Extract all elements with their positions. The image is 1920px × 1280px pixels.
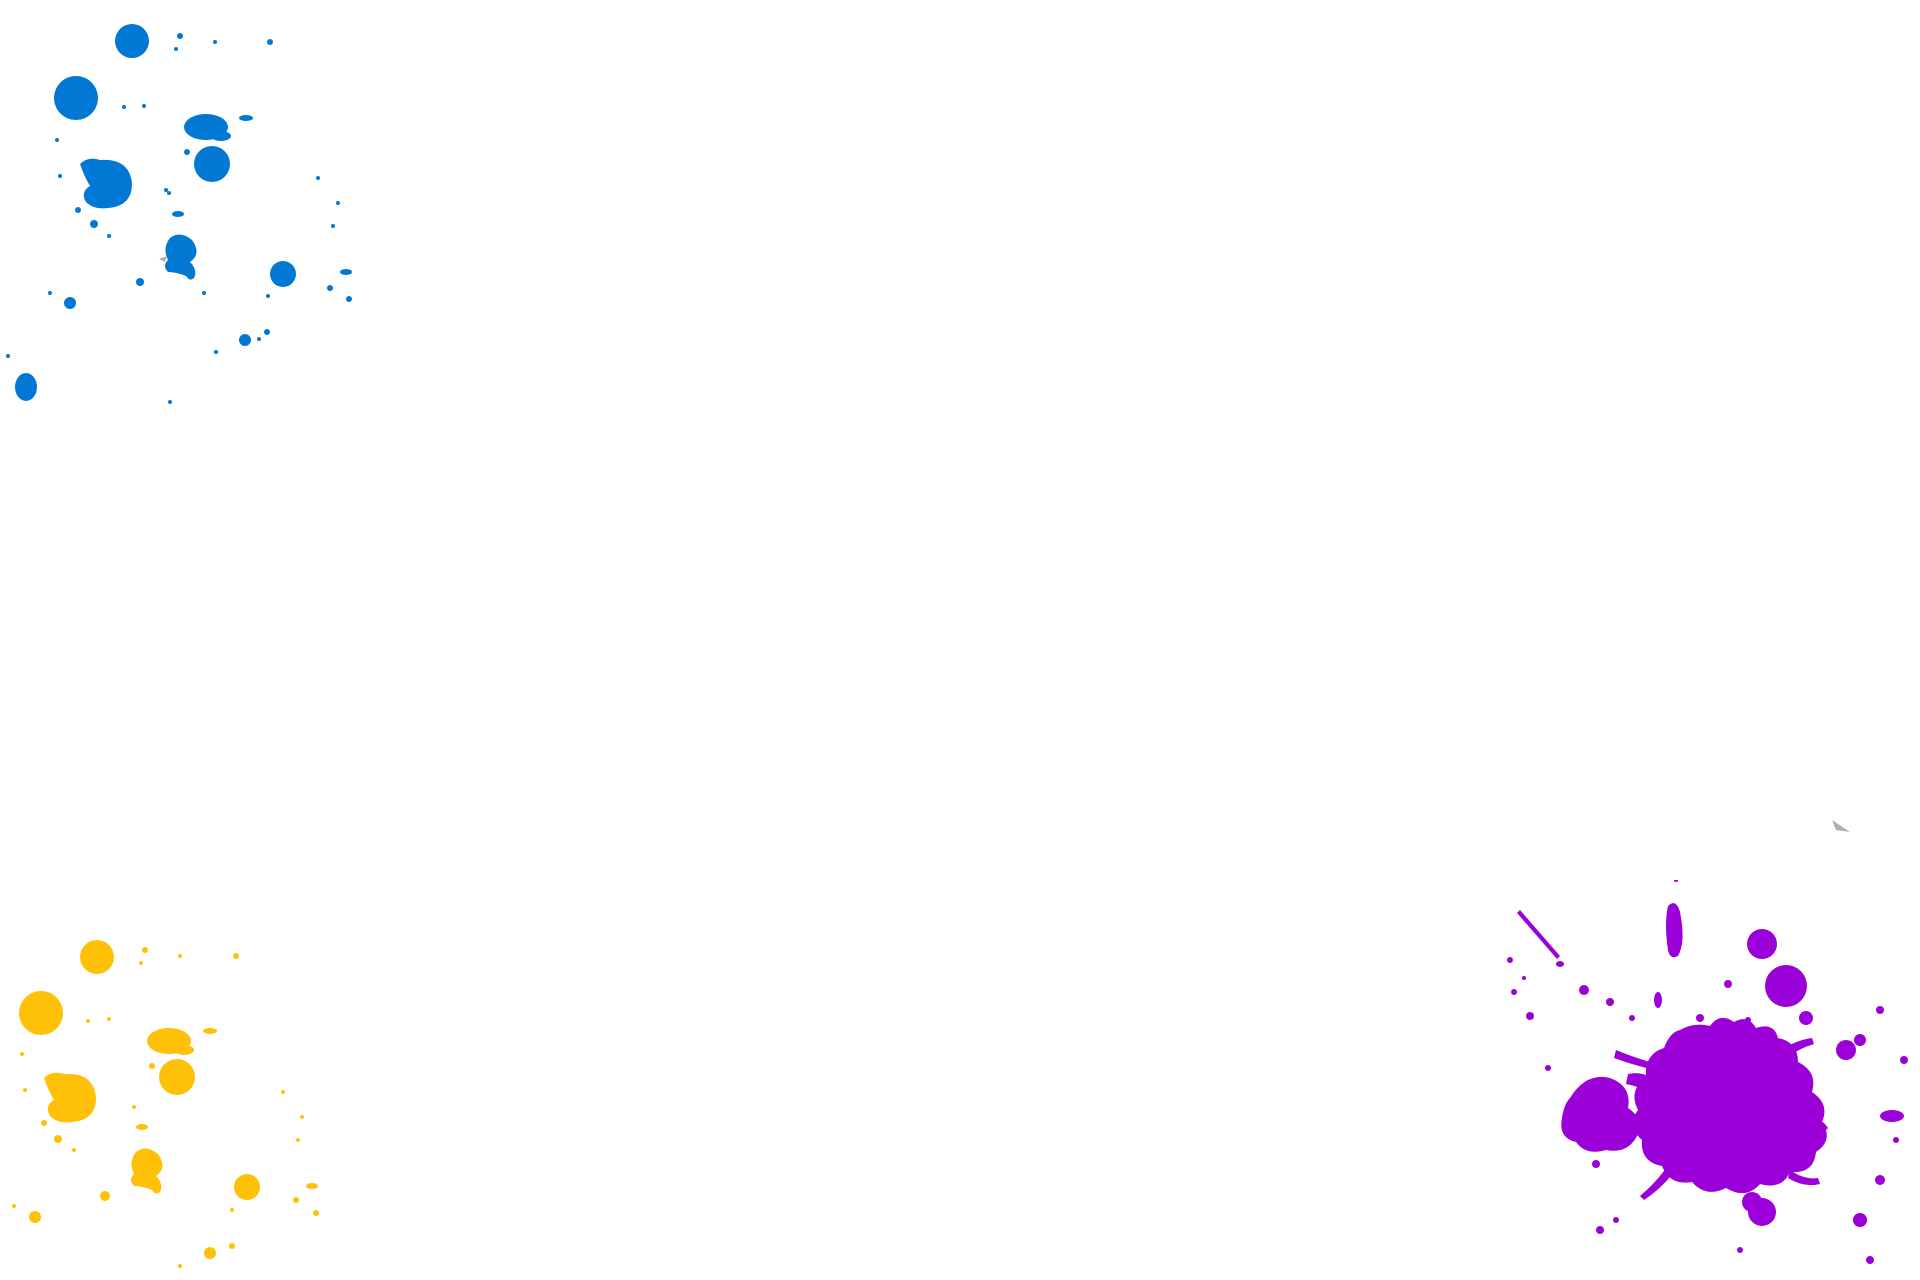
blue-paint-splatter xyxy=(6,24,352,404)
yellow-paint-splatter xyxy=(12,940,319,1268)
purple-paint-splatter xyxy=(1507,880,1908,1264)
grey-mark xyxy=(1832,820,1850,832)
grey-mark xyxy=(159,256,167,262)
